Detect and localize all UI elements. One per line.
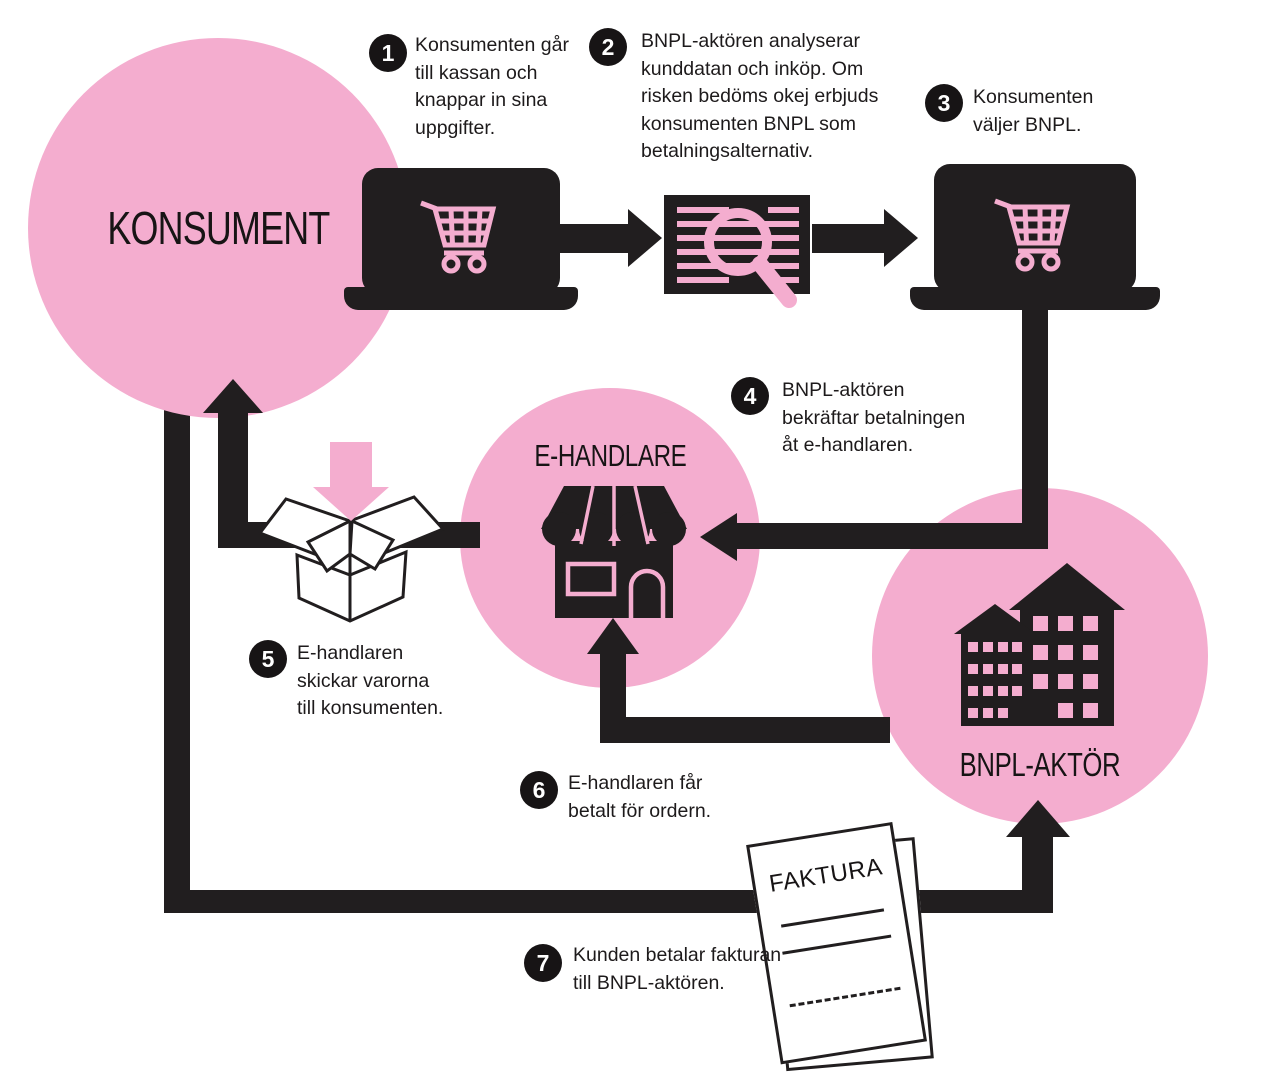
step-2-line: risken bedöms okej erbjuds	[641, 85, 879, 108]
path7-right-vertical	[1022, 835, 1053, 913]
step-6-line: betalt för ordern.	[568, 799, 712, 822]
pink-down-arrow-icon	[313, 442, 389, 521]
step-6-text: E-handlaren får betalt för ordern.	[568, 770, 711, 825]
laptop-base	[344, 287, 578, 310]
step-6-number: 6	[532, 776, 546, 803]
step-7-number: 7	[536, 949, 550, 976]
arrow-right-icon	[628, 209, 662, 267]
arrow-1-shaft	[556, 224, 630, 253]
step-7-text: Kunden betalar fakturan till BNPL-aktöre…	[573, 942, 781, 997]
step-5-line: skickar varorna	[297, 669, 430, 692]
invoice-line	[782, 934, 892, 955]
step-5-text: E-handlaren skickar varorna till konsume…	[297, 640, 443, 723]
path5-vertical	[218, 412, 248, 548]
arrow-up-icon	[1006, 800, 1070, 837]
invoice-line	[780, 908, 885, 928]
path4-horizontal	[736, 523, 1048, 549]
ehandlare-label: E-HANDLARE	[534, 438, 686, 473]
ehandlare-title: E-HANDLARE	[460, 438, 760, 474]
step-2-line: kunddatan och inköp. Om	[641, 57, 864, 80]
step-1-line: till kassan och	[415, 61, 538, 84]
step-6-line: E-handlaren får	[568, 772, 703, 794]
step-4-line: åt e-handlaren.	[782, 434, 914, 457]
step-2-number: 2	[601, 33, 615, 60]
buildings-icon	[954, 563, 1125, 726]
step-5-line: till konsumenten.	[297, 697, 444, 720]
step-3-line: väljer BNPL.	[973, 113, 1082, 136]
step-5-badge: 5	[249, 640, 287, 678]
step-4-badge: 4	[731, 377, 769, 415]
path6-horizontal	[612, 717, 890, 743]
step-2-line: BNPL-aktören analyserar	[641, 30, 860, 52]
arrow-2-shaft	[812, 224, 886, 253]
step-7-line: Kunden betalar fakturan	[573, 944, 782, 966]
step-7-line: till BNPL-aktören.	[573, 971, 725, 994]
arrow-up-icon	[203, 379, 263, 413]
arrow-up-icon	[587, 618, 639, 654]
shopping-cart-icon	[420, 200, 497, 274]
path6-vertical	[600, 652, 626, 743]
storefront-icon	[541, 485, 687, 618]
step-7-badge: 7	[524, 944, 562, 982]
laptop-icon	[934, 164, 1136, 292]
invoice-title: FAKTURA	[767, 853, 885, 898]
step-1-line: knappar in sina	[415, 89, 548, 112]
open-box-icon	[257, 442, 446, 623]
step-6-badge: 6	[520, 771, 558, 809]
step-1-badge: 1	[369, 34, 407, 72]
step-3-line: Konsumenten	[973, 86, 1094, 108]
step-1-text: Konsumenten går till kassan och knappar …	[415, 32, 569, 142]
arrow-right-icon	[884, 209, 918, 267]
step-3-number: 3	[937, 89, 951, 116]
bnpl-title: BNPL-AKTÖR	[872, 746, 1208, 784]
invoice-dashed-line	[789, 986, 901, 1008]
step-4-line: bekräftar betalningen	[782, 406, 966, 429]
path7-left-vertical	[164, 400, 190, 913]
step-2-text: BNPL-aktören analyserar kunddatan och in…	[641, 28, 878, 166]
step-2-line: betalningsalternativ.	[641, 140, 813, 163]
step-3-text: Konsumenten väljer BNPL.	[973, 84, 1093, 139]
step-5-line: E-handlaren	[297, 642, 404, 664]
shopping-cart-icon	[994, 198, 1071, 272]
step-3-badge: 3	[925, 84, 963, 122]
bnpl-label: BNPL-AKTÖR	[959, 746, 1121, 783]
step-1-number: 1	[381, 39, 395, 66]
step-4-line: BNPL-aktören	[782, 379, 905, 401]
konsument-label: KONSUMENT	[106, 202, 330, 254]
step-4-number: 4	[743, 382, 757, 409]
step-2-badge: 2	[589, 28, 627, 66]
path4-vertical	[1022, 293, 1048, 549]
step-1-line: uppgifter.	[415, 116, 496, 139]
risk-analysis-document-icon	[664, 195, 810, 308]
step-4-text: BNPL-aktören bekräftar betalningen åt e-…	[782, 377, 965, 460]
step-5-number: 5	[261, 645, 275, 672]
step-2-line: konsumenten BNPL som	[641, 112, 856, 135]
arrow-left-icon	[700, 513, 737, 561]
konsument-node: KONSUMENT	[28, 38, 408, 418]
magnifier-icon	[704, 208, 772, 276]
step-1-line: Konsumenten går	[415, 34, 569, 56]
